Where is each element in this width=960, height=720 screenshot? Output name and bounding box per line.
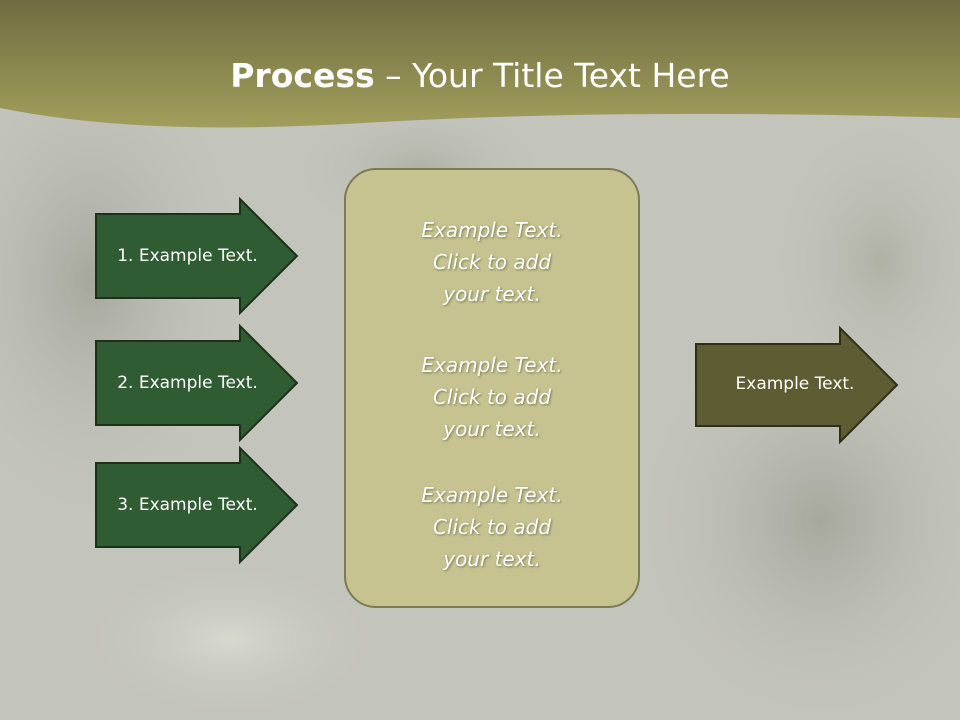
left-arrow-3	[95, 445, 299, 565]
left-arrow-2	[95, 323, 299, 443]
center-block-2-line3: your text.	[443, 417, 541, 441]
slide-title: Process – Your Title Text Here	[0, 52, 960, 100]
center-block-3-line1: Example Text.	[421, 483, 563, 507]
left-arrow-2-label[interactable]: 2. Example Text.	[117, 373, 258, 393]
center-block-1-line2: Click to add	[432, 250, 552, 274]
right-arrow-label[interactable]: Example Text.	[735, 374, 855, 394]
left-arrow-3-label[interactable]: 3. Example Text.	[117, 495, 258, 515]
left-arrow-1-label[interactable]: 1. Example Text.	[117, 246, 258, 266]
center-block-1[interactable]: Example Text. Click to add your text.	[346, 214, 638, 310]
header-band	[0, 0, 960, 128]
center-block-3[interactable]: Example Text. Click to add your text.	[346, 479, 638, 575]
left-arrow-1	[95, 196, 299, 316]
title-bold: Process	[230, 56, 375, 95]
center-block-2-line1: Example Text.	[421, 353, 563, 377]
center-block-1-line1: Example Text.	[421, 218, 563, 242]
title-rest: – Your Title Text Here	[374, 56, 730, 95]
center-block-1-line3: your text.	[443, 282, 541, 306]
right-arrow	[695, 325, 899, 445]
center-block-3-line2: Click to add	[432, 515, 552, 539]
center-block-3-line3: your text.	[443, 547, 541, 571]
center-text-box[interactable]: Example Text. Click to add your text. Ex…	[344, 168, 640, 608]
center-block-2-line2: Click to add	[432, 385, 552, 409]
center-block-2[interactable]: Example Text. Click to add your text.	[346, 349, 638, 445]
